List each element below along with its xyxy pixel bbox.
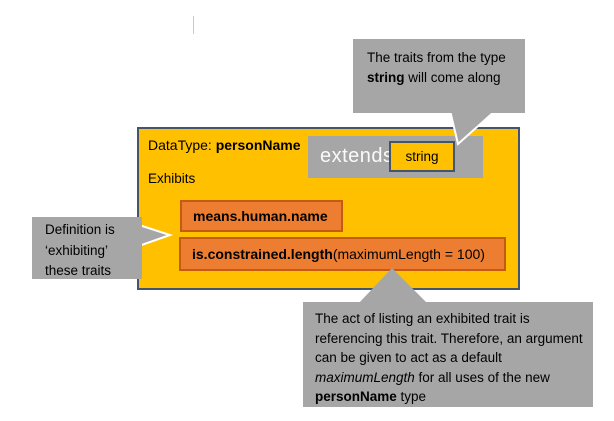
callout-text-segment: for all uses of the new bbox=[414, 369, 550, 385]
datatype-name: personName bbox=[215, 137, 301, 153]
callout-text-segment: will come along bbox=[404, 70, 501, 85]
callout-text-segment: Definition is ‘exhibiting’ these traits bbox=[45, 222, 115, 278]
trait-name: is.constrained.length bbox=[192, 246, 333, 262]
bottom-callout: The act of listing an exhibited trait is… bbox=[303, 302, 593, 407]
stray-line-artifact bbox=[193, 16, 194, 34]
callout-text-segment: The act of listing an exhibited trait is… bbox=[315, 311, 583, 365]
callout-text-segment-bold: personName bbox=[315, 389, 397, 404]
extended-type-name: string bbox=[405, 149, 439, 164]
datatype-label: DataType: bbox=[148, 137, 216, 153]
extends-box: extends string bbox=[308, 136, 483, 178]
trait-args: (maximumLength = 100) bbox=[332, 246, 485, 262]
bottom-callout-tail bbox=[358, 268, 428, 304]
extends-label: extends bbox=[320, 145, 394, 168]
trait-name: means.human.name bbox=[193, 208, 328, 224]
datatype-title: DataType: personName bbox=[148, 135, 301, 155]
top-callout: The traits from the type string will com… bbox=[353, 39, 525, 113]
extended-type-box: string bbox=[389, 141, 455, 172]
callout-text-segment-bold: string bbox=[367, 70, 405, 85]
trait-is-constrained-length: is.constrained.length (maximumLength = 1… bbox=[179, 237, 506, 271]
callout-text-segment: The traits from the type bbox=[367, 50, 506, 65]
trait-means-human-name: means.human.name bbox=[180, 200, 343, 232]
left-callout: Definition is ‘exhibiting’ these traits bbox=[32, 217, 142, 279]
callout-text-segment-italic: maximumLength bbox=[315, 369, 415, 385]
exhibits-label: Exhibits bbox=[148, 171, 196, 186]
datatype-definition-box: DataType: personName extends string Exhi… bbox=[137, 127, 520, 290]
callout-text-segment: type bbox=[396, 389, 427, 404]
